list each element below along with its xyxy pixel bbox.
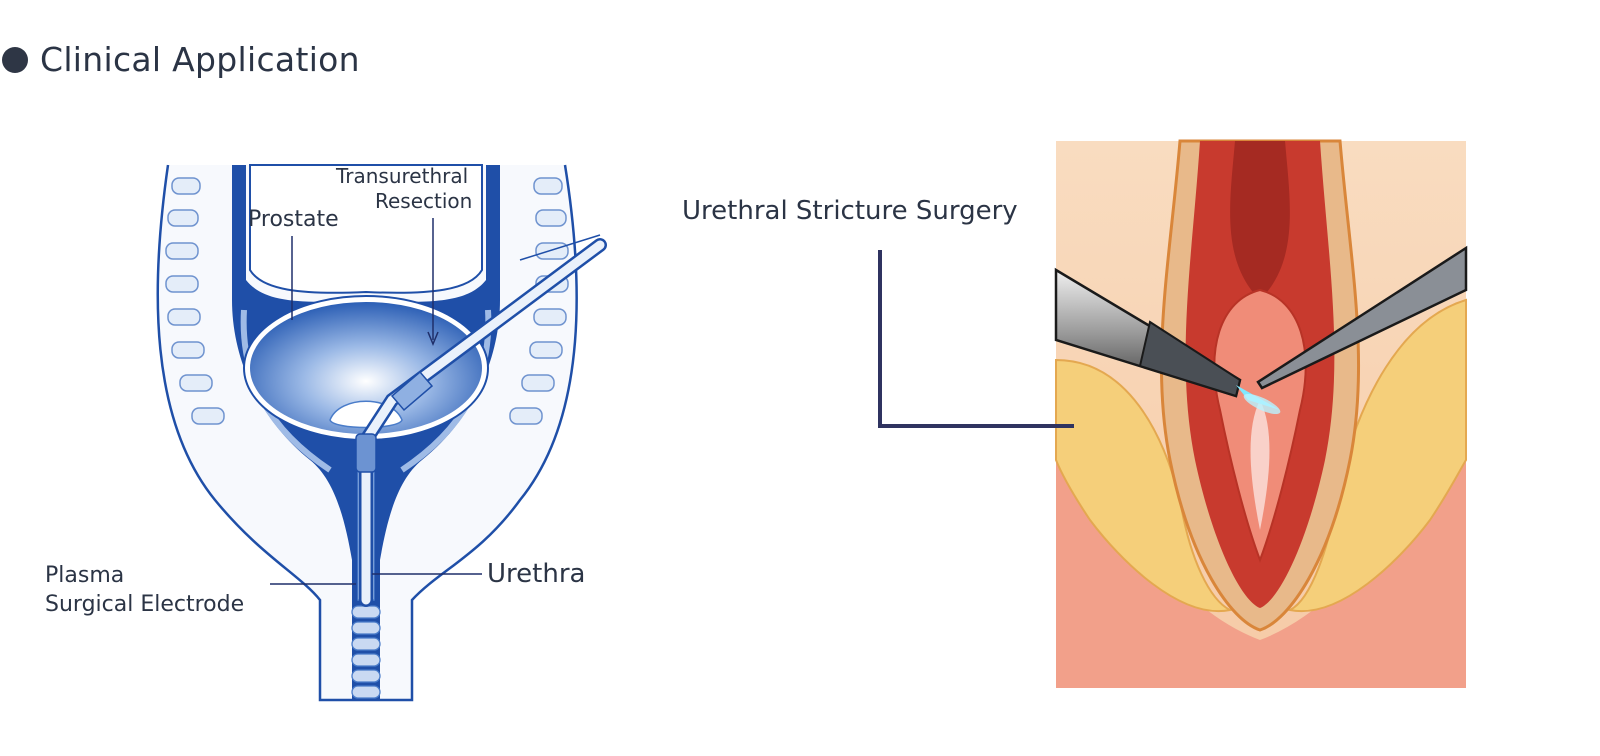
right-leader-line (880, 250, 1074, 426)
label-transurethral-line1: Transurethral (336, 164, 468, 189)
urethral-stricture-illustration (1056, 141, 1466, 688)
label-urethra: Urethra (487, 559, 585, 589)
label-urethral-stricture-surgery: Urethral Stricture Surgery (682, 196, 1018, 226)
label-plasma-line1: Plasma (45, 562, 124, 589)
bladder-prostate (244, 296, 488, 440)
label-transurethral-line2: Resection (375, 189, 472, 214)
label-plasma-line2: Surgical Electrode (45, 591, 244, 618)
label-prostate: Prostate (248, 206, 339, 233)
